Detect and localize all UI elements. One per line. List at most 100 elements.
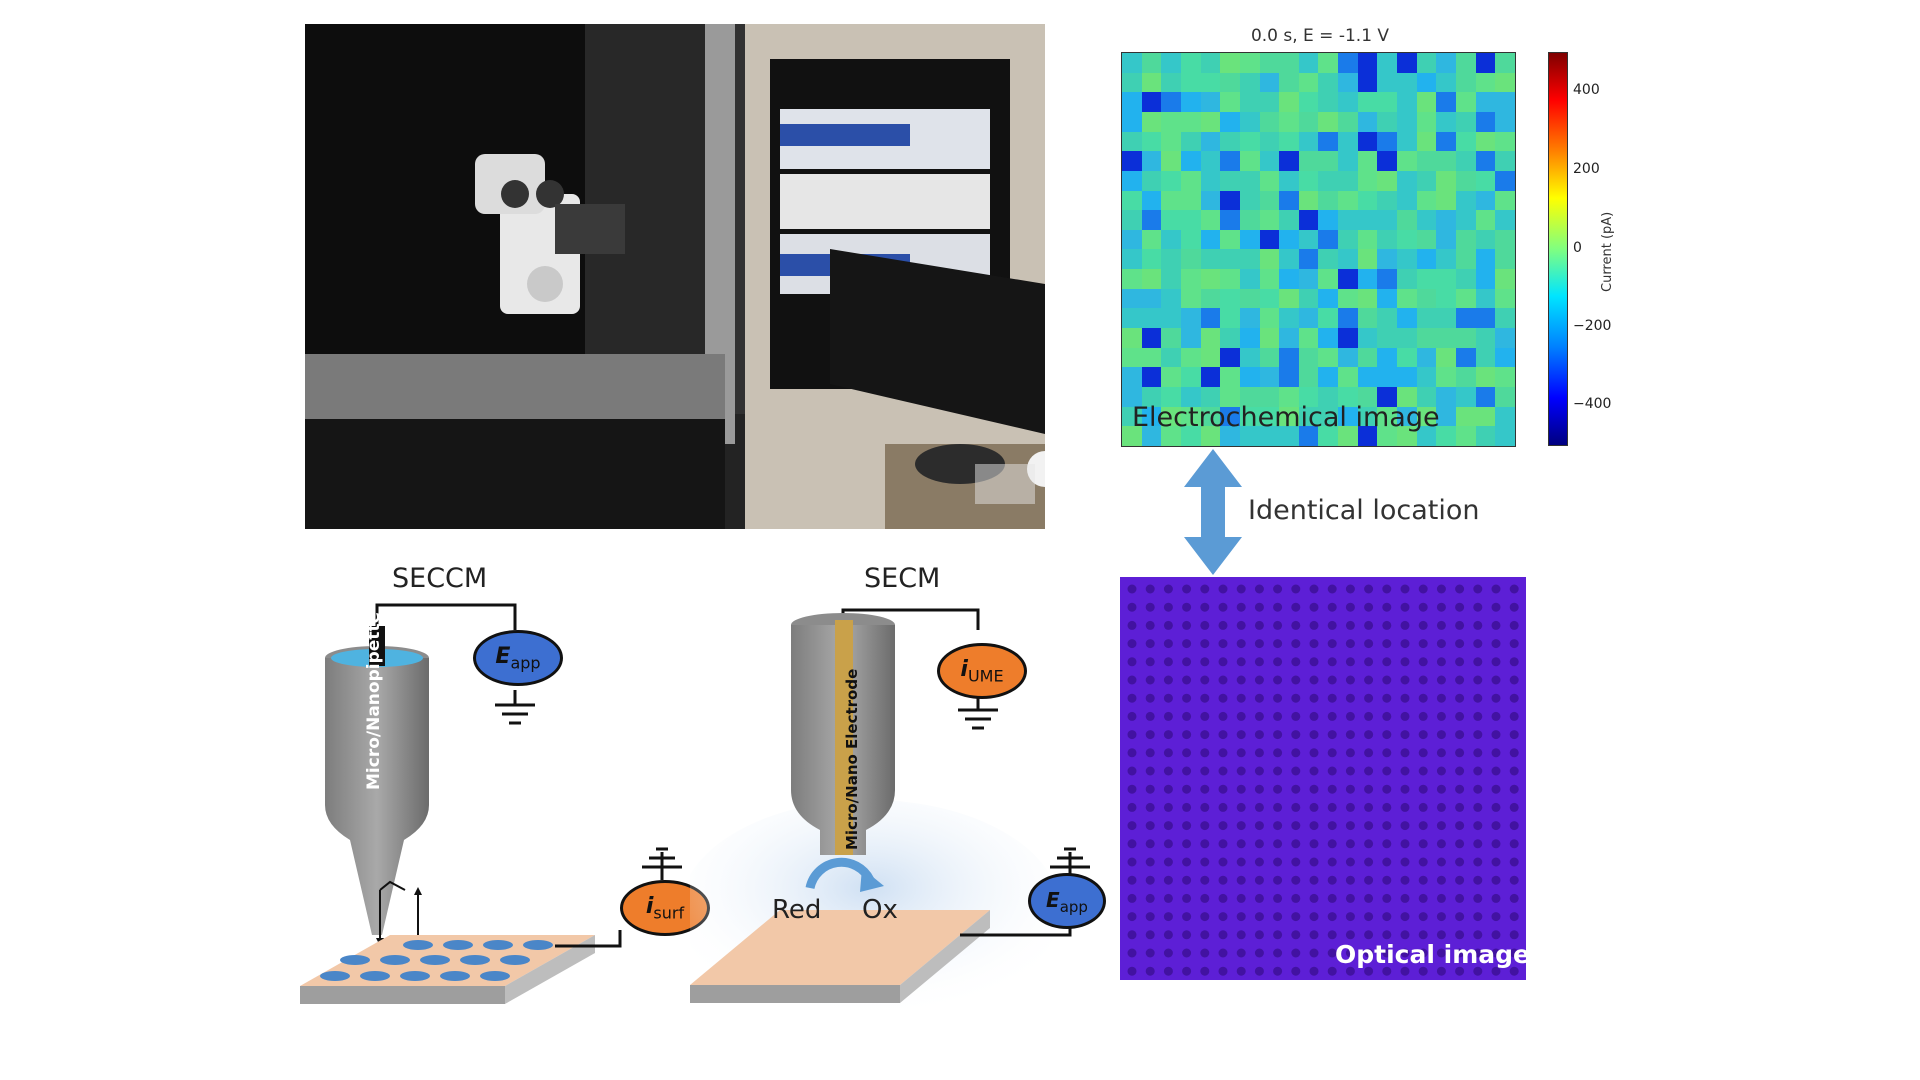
optical-spot [1382,912,1392,922]
heatmap-cell [1161,288,1181,309]
heatmap-cell [1338,269,1358,289]
electrode-label: Micro/Nano Electrode [843,668,861,850]
heatmap-cell [1122,328,1142,348]
optical-spot [1509,693,1519,703]
optical-spot [1327,620,1337,630]
optical-spot [1236,675,1246,685]
optical-spot [1364,912,1374,922]
heatmap-cell [1495,387,1515,407]
optical-spot [1273,620,1283,630]
optical-spot [1291,657,1301,667]
heatmap-cell [1495,249,1515,270]
heatmap-cell [1122,92,1142,112]
seccm-diagram [300,603,682,1004]
optical-spot [1163,875,1173,885]
heatmap-cell [1122,367,1142,388]
heatmap-cell [1298,308,1319,329]
heatmap-cell [1279,131,1299,152]
optical-spot [1382,802,1392,812]
heatmap-cell [1122,308,1142,329]
heatmap-cell [1220,426,1240,446]
optical-spot [1473,802,1483,812]
optical-spot [1291,711,1301,721]
heatmap-cell [1475,53,1496,73]
optical-spot [1236,711,1246,721]
optical-spot [1254,784,1264,794]
pipette-label: Micro/Nanopipette [364,611,384,790]
heatmap-cell [1180,131,1201,152]
optical-spot [1364,766,1374,776]
optical-spot [1200,802,1210,812]
heatmap-cell [1475,131,1496,152]
optical-spot [1254,620,1264,630]
optical-spot [1418,693,1428,703]
optical-spot [1200,948,1210,958]
heatmap-cell [1397,288,1417,309]
optical-spot [1145,930,1155,940]
heatmap-cell [1357,347,1378,368]
optical-spot [1127,584,1137,594]
heatmap-cell [1161,387,1181,407]
heatmap-cell [1298,288,1319,309]
optical-spot [1436,912,1446,922]
optical-spot [1145,748,1155,758]
optical-spot [1436,821,1446,831]
optical-spot [1273,948,1283,958]
iume-meter: iUME [937,643,1027,699]
optical-spot [1509,784,1519,794]
optical-spot [1345,857,1355,867]
optical-spot [1400,930,1410,940]
heatmap-cell [1141,308,1162,329]
heatmap-cell [1279,210,1299,230]
heatmap-cell [1298,131,1319,152]
optical-spot [1491,930,1501,940]
optical-spot [1400,966,1410,976]
heatmap-cell [1220,288,1240,309]
optical-spot [1364,948,1374,958]
heatmap-cell [1161,308,1181,329]
heatmap-cell [1456,347,1476,368]
optical-spot [1254,748,1264,758]
optical-spot [1182,657,1192,667]
heatmap-cell [1200,151,1221,171]
optical-spot [1273,784,1283,794]
optical-spot [1127,875,1137,885]
optical-spot [1327,602,1337,612]
optical-spot [1145,584,1155,594]
optical-spot [1491,948,1501,958]
optical-spot [1418,584,1428,594]
heatmap-cell [1377,190,1398,211]
heatmap-cell [1338,328,1358,348]
heatmap-cell [1239,131,1260,152]
heatmap-cell [1141,210,1162,230]
heatmap-cell [1357,111,1378,132]
optical-spot [1509,602,1519,612]
optical-spot [1491,639,1501,649]
optical-spot [1145,821,1155,831]
optical-spot [1291,602,1301,612]
heatmap-cell [1495,367,1515,388]
optical-spot [1291,802,1301,812]
optical-spot [1236,657,1246,667]
colorbar-tick-0: 0 [1573,240,1582,256]
heatmap-cell [1397,249,1417,270]
optical-spot [1509,766,1519,776]
optical-spot [1491,875,1501,885]
heatmap-cell [1200,170,1221,191]
optical-spot [1182,912,1192,922]
heatmap-cell [1397,229,1417,250]
optical-spot [1182,857,1192,867]
optical-spot [1400,784,1410,794]
optical-spot [1491,966,1501,976]
optical-spot [1382,584,1392,594]
heatmap-cell [1279,92,1299,112]
heatmap-cell [1338,170,1358,191]
optical-spot [1309,912,1319,922]
heatmap-cell [1239,151,1260,171]
optical-spot [1327,893,1337,903]
heatmap-cell [1397,387,1417,407]
heatmap-cell [1377,387,1398,407]
optical-spot [1455,948,1465,958]
heatmap-cell [1161,229,1181,250]
heatmap-cell [1180,269,1201,289]
